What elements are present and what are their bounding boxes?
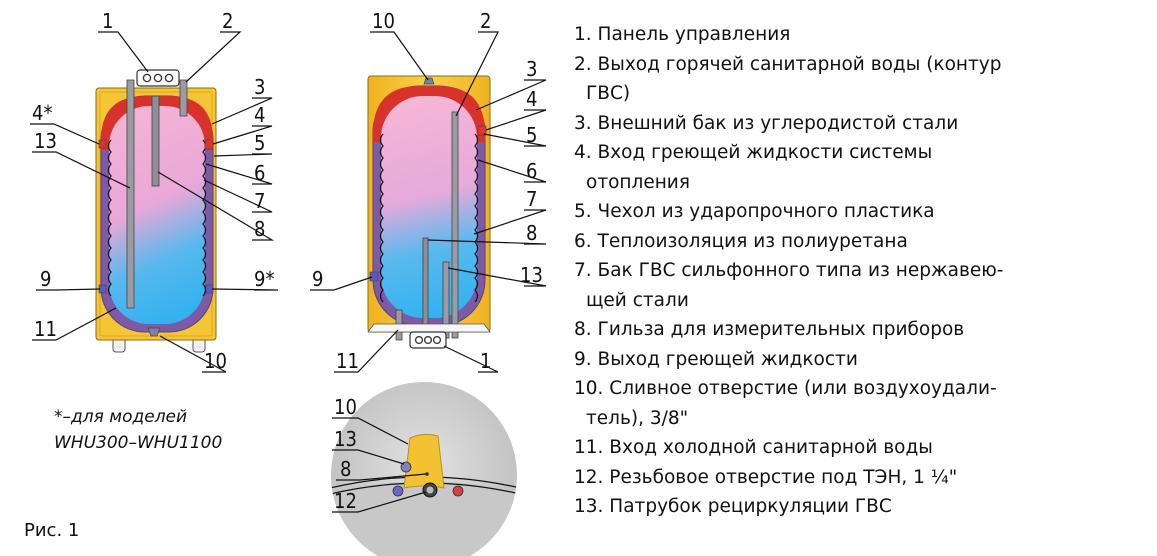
callout-label: 2 — [222, 9, 233, 33]
legend-item: 9. Выход греющей жидкости — [574, 345, 1074, 375]
heating-inlet — [204, 139, 214, 150]
bottom-frame — [367, 323, 491, 333]
bellows-wall-left — [379, 133, 384, 303]
detail-sleeve — [425, 472, 429, 476]
boiler-front-view — [95, 69, 217, 353]
callouts-right: 10 2 3 4 5 6 7 8 13 1 11 9 — [312, 9, 543, 373]
callout-label: 10 — [372, 9, 395, 33]
legend-item: 7. Бак ГВС сильфонного типа из нержавею-… — [574, 256, 1074, 315]
bellows-wall-right — [474, 133, 479, 303]
legend-item-text: 11. Вход холодной санитарной воды — [574, 437, 933, 458]
bottom-detail-view — [331, 382, 517, 556]
legend-item-text: 1. Панель управления — [574, 24, 791, 45]
callout-label: 6 — [526, 159, 537, 183]
legend-item: 2. Выход горячей санитарной воды (контур… — [574, 50, 1074, 109]
detail-drain — [400, 461, 412, 473]
legend-item-continuation: тель), 3/8" — [586, 407, 689, 429]
callout-label: 11 — [336, 349, 359, 373]
callout-label: 11 — [34, 317, 57, 341]
inner-bellows-tank — [381, 96, 477, 318]
detail-outlet-blue — [392, 485, 404, 497]
callout-label: 3 — [526, 57, 537, 81]
legend-item-text: 4. Вход греющей жидкости системы — [574, 142, 933, 163]
legend-item: 13. Патрубок рециркуляции ГВС — [574, 492, 1074, 522]
detail-outlet-red — [452, 485, 464, 497]
legend-item: 11. Вход холодной санитарной воды — [574, 433, 1074, 463]
heating-inlet — [477, 125, 487, 136]
legend-item-text: 8. Гильза для измерительных приборов — [574, 319, 965, 340]
callout-label: 8 — [526, 221, 537, 245]
legend-item-text: 5. Чехол из ударопрочного пластика — [574, 201, 935, 222]
bellows-wall-left — [107, 139, 112, 297]
callout-label: 4 — [526, 87, 537, 111]
callout-label: 1 — [480, 349, 491, 373]
drain-hole — [423, 77, 435, 85]
legend-item: 8. Гильза для измерительных приборов — [574, 315, 1074, 345]
callouts-left: 1 2 3 4 5 6 7 8 9* 10 11 9 13 4* — [32, 9, 274, 373]
legend-item: 4. Вход греющей жидкости системы отоплени… — [574, 138, 1074, 197]
callout-label: 8 — [254, 217, 265, 241]
legend-item-text: 3. Внешний бак из углеродистой стали — [574, 112, 959, 134]
callout-label: 9 — [312, 267, 323, 291]
heating-outlet-alt — [205, 284, 214, 294]
legend-item: 3. Внешний бак из углеродистой стали — [574, 109, 1074, 139]
legend-item: 10. Сливное отверстие (или воздухоудали-… — [574, 374, 1074, 433]
model-note-models: WHU300–WHU1100 — [54, 433, 223, 453]
callout-label: 9* — [254, 267, 274, 291]
legend-item-text: 13. Патрубок рециркуляции ГВС — [574, 496, 892, 517]
callout-label: 9 — [40, 267, 51, 291]
legend-item: 6. Теплоизоляция из полиуретана — [574, 227, 1074, 257]
callout-label: 13 — [520, 263, 543, 287]
boiler-side-view — [367, 75, 491, 349]
legend-item: 1. Панель управления — [574, 20, 1074, 50]
bellows-wall-right — [202, 139, 207, 297]
callout-label: 3 — [254, 75, 265, 99]
model-note: *–для моделей WHU300–WHU1100 — [54, 404, 274, 456]
callout-label: 5 — [254, 131, 265, 155]
legend-item-continuation: щей стали — [586, 289, 689, 311]
legend-item-text: 2. Выход горячей санитарной воды (контур — [574, 53, 1002, 75]
callout-label: 10 — [334, 395, 357, 419]
callout-label: 4 — [254, 103, 265, 127]
legend-item: 5. Чехол из ударопрочного пластика — [574, 197, 1074, 227]
leader-lines — [30, 31, 547, 513]
callout-label: 13 — [34, 129, 57, 153]
heating-outlet — [98, 284, 107, 294]
callout-label: 4* — [32, 101, 52, 125]
legend-item-text: 10. Сливное отверстие (или воздухоудали- — [574, 378, 997, 399]
model-note-line: *–для моделей — [54, 407, 188, 427]
recirculation-pipe — [126, 79, 135, 309]
callout-label: 10 — [204, 349, 227, 373]
legend-item-text: 6. Теплоизоляция из полиуретана — [574, 230, 908, 252]
callout-label: 6 — [254, 161, 265, 185]
callout-label: 7 — [526, 187, 537, 211]
legend-item-text: 7. Бак ГВС сильфонного типа из нержавею- — [574, 260, 1004, 281]
callout-label: 7 — [254, 189, 265, 213]
heating-outlet — [369, 271, 379, 282]
sensor-sleeve — [422, 237, 429, 327]
legend-item-continuation: ГВС) — [586, 83, 631, 104]
callout-label: 5 — [526, 123, 537, 147]
hot-water-outlet-pipe — [451, 111, 459, 339]
callout-label: 1 — [102, 9, 113, 33]
sensor-sleeve — [151, 95, 160, 187]
callouts-detail: 10 13 8 12 — [334, 395, 357, 513]
callout-label: 13 — [334, 427, 357, 451]
callout-label: 8 — [340, 457, 351, 481]
callout-label: 2 — [480, 9, 491, 33]
hot-water-outlet-pipe — [179, 79, 188, 117]
legend-item-text: 9. Выход греющей жидкости — [574, 348, 858, 370]
drain-hole — [147, 327, 161, 337]
parts-legend: 1. Панель управления 2. Выход горячей сан… — [574, 20, 1074, 522]
legend-item-text: 12. Резьбовое отверстие под ТЭН, 1 ¼" — [574, 466, 958, 488]
legend-item: 12. Резьбовое отверстие под ТЭН, 1 ¼" — [574, 463, 1074, 493]
figure-label: Рис. 1 — [24, 520, 80, 541]
heating-inlet-alt — [98, 139, 107, 149]
callout-label: 12 — [334, 489, 357, 513]
legend-item-continuation: отопления — [586, 171, 690, 193]
detail-bracket — [403, 433, 445, 489]
